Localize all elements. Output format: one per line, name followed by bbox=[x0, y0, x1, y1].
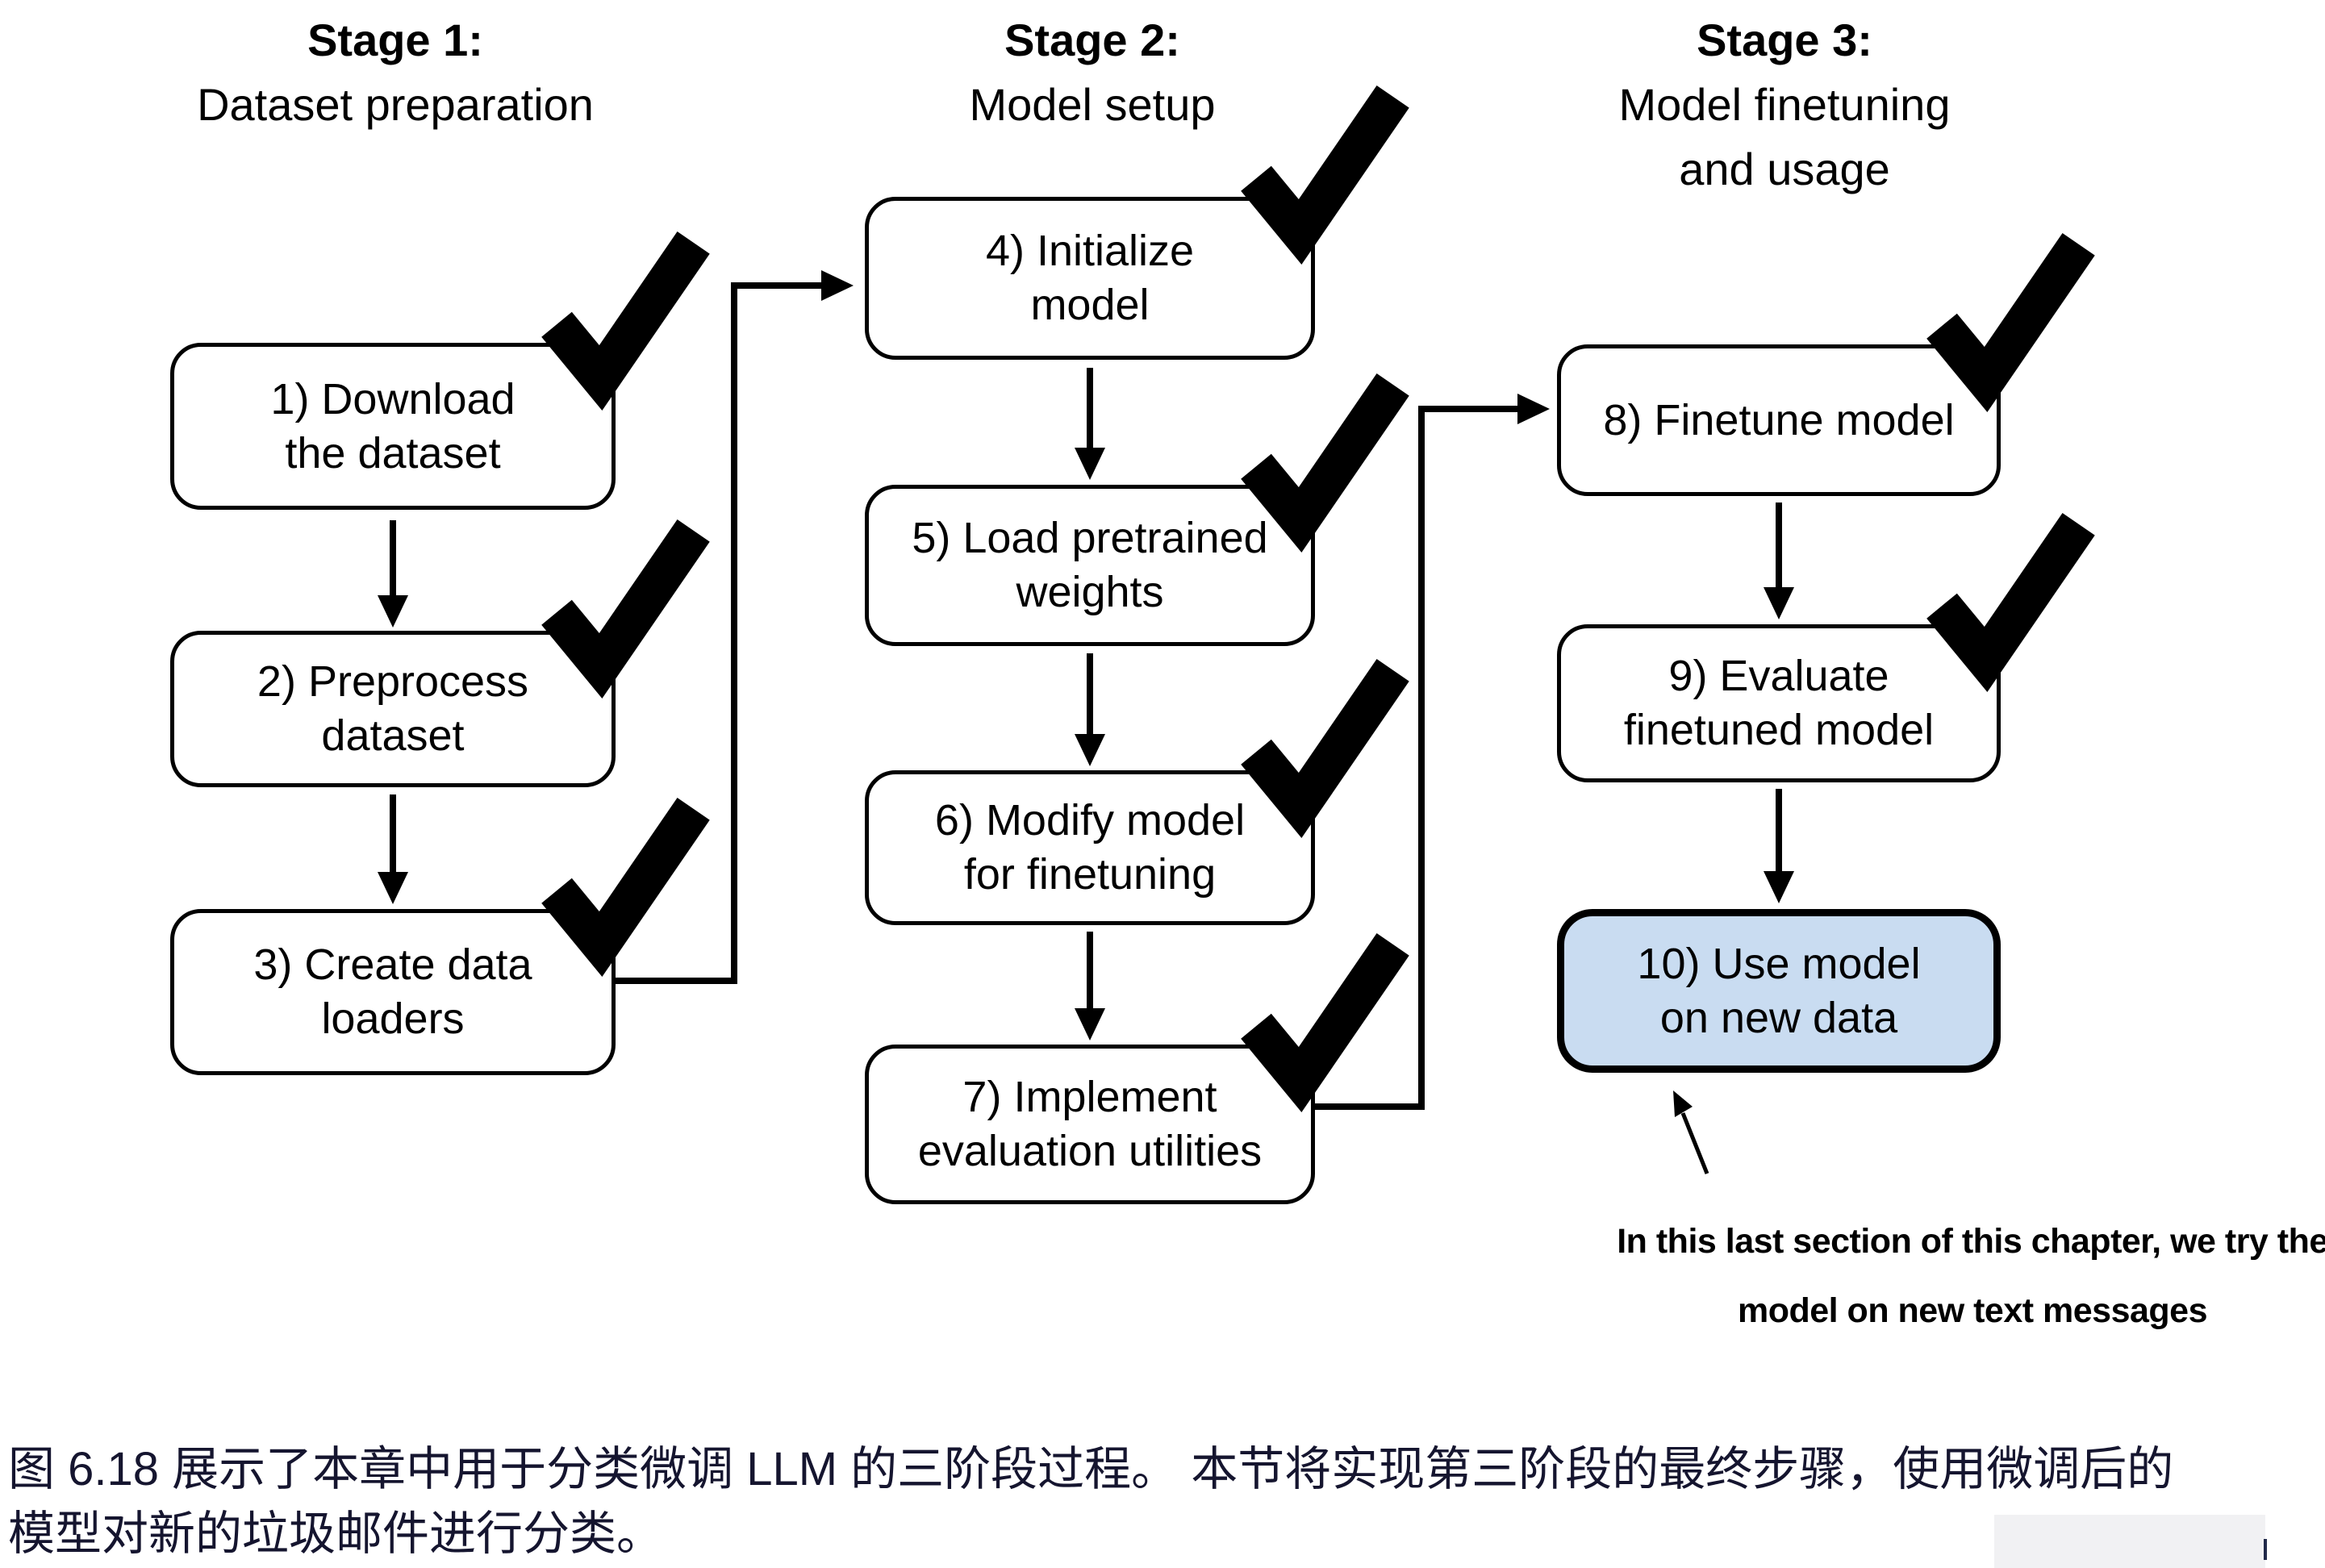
annotation-arrow bbox=[1673, 1091, 1709, 1174]
step-box-7-implement-eval-utilities: 7) Implement evaluation utilities bbox=[865, 1045, 1315, 1204]
step-box-8-finetune-model: 8) Finetune model bbox=[1557, 344, 2001, 496]
step-box-6-modify-model: 6) Modify model for finetuning bbox=[865, 770, 1315, 925]
stage-2-title: Stage 2: bbox=[1004, 15, 1180, 65]
step-box-9-evaluate-finetuned-model: 9) Evaluate finetuned model bbox=[1557, 624, 2001, 782]
checkmark-icon bbox=[1241, 659, 1409, 838]
stage-3-subtitle: Model finetuning and usage bbox=[1618, 79, 1951, 194]
arrow-down-step8-step9 bbox=[1764, 503, 1794, 619]
stage-1-subtitle: Dataset preparation bbox=[197, 79, 594, 130]
arrow-down-step2-step3 bbox=[378, 794, 408, 904]
checkmark-icon bbox=[1926, 233, 2095, 412]
arrow-down-step5-step6 bbox=[1075, 653, 1105, 766]
step-box-3-create-data-loaders: 3) Create data loaders bbox=[170, 909, 616, 1075]
checkmark-icon bbox=[1241, 373, 1409, 553]
step-box-10-use-model-new-data: 10) Use model on new data bbox=[1557, 909, 2001, 1073]
checkmark-icon bbox=[1241, 85, 1409, 265]
figure-caption: 图 6.18 展示了本章中用于分类微调 LLM 的三阶段过程。 本节将实现第三阶… bbox=[8, 1443, 2174, 1560]
connector-step7-step8 bbox=[1315, 394, 1550, 1110]
checkmark-icon bbox=[1241, 933, 1409, 1112]
stage-1-title: Stage 1: bbox=[307, 15, 483, 65]
checkmark-icon bbox=[541, 231, 710, 411]
stage-1-header: Stage 1: Dataset preparation bbox=[113, 8, 678, 137]
text-cursor: | bbox=[2264, 1539, 2267, 1560]
arrow-down-step9-step10 bbox=[1764, 789, 1794, 903]
checkmark-icon bbox=[541, 519, 710, 699]
arrow-down-step4-step5 bbox=[1075, 368, 1105, 480]
step-box-5-load-pretrained-weights: 5) Load pretrained weights bbox=[865, 485, 1315, 646]
stage-2-header: Stage 2: Model setup bbox=[810, 8, 1375, 137]
step-box-4-initialize-model: 4) Initialize model bbox=[865, 197, 1315, 360]
step-box-1-download-dataset: 1) Download the dataset bbox=[170, 343, 616, 510]
stage-3-header: Stage 3: Model finetuning and usage bbox=[1502, 8, 2067, 202]
arrow-down-step1-step2 bbox=[378, 520, 408, 628]
stage-3-title: Stage 3: bbox=[1697, 15, 1872, 65]
step-box-2-preprocess-dataset: 2) Preprocess dataset bbox=[170, 631, 616, 787]
arrow-down-step6-step7 bbox=[1075, 932, 1105, 1040]
checkmark-icon bbox=[1926, 513, 2095, 692]
connector-step3-step4 bbox=[616, 270, 854, 984]
checkmark-icon bbox=[541, 798, 710, 977]
stage-2-subtitle: Model setup bbox=[969, 79, 1216, 130]
overlay-remnant bbox=[1994, 1515, 2265, 1568]
annotation-note: In this last section of this chapter, we… bbox=[1617, 1222, 2325, 1330]
